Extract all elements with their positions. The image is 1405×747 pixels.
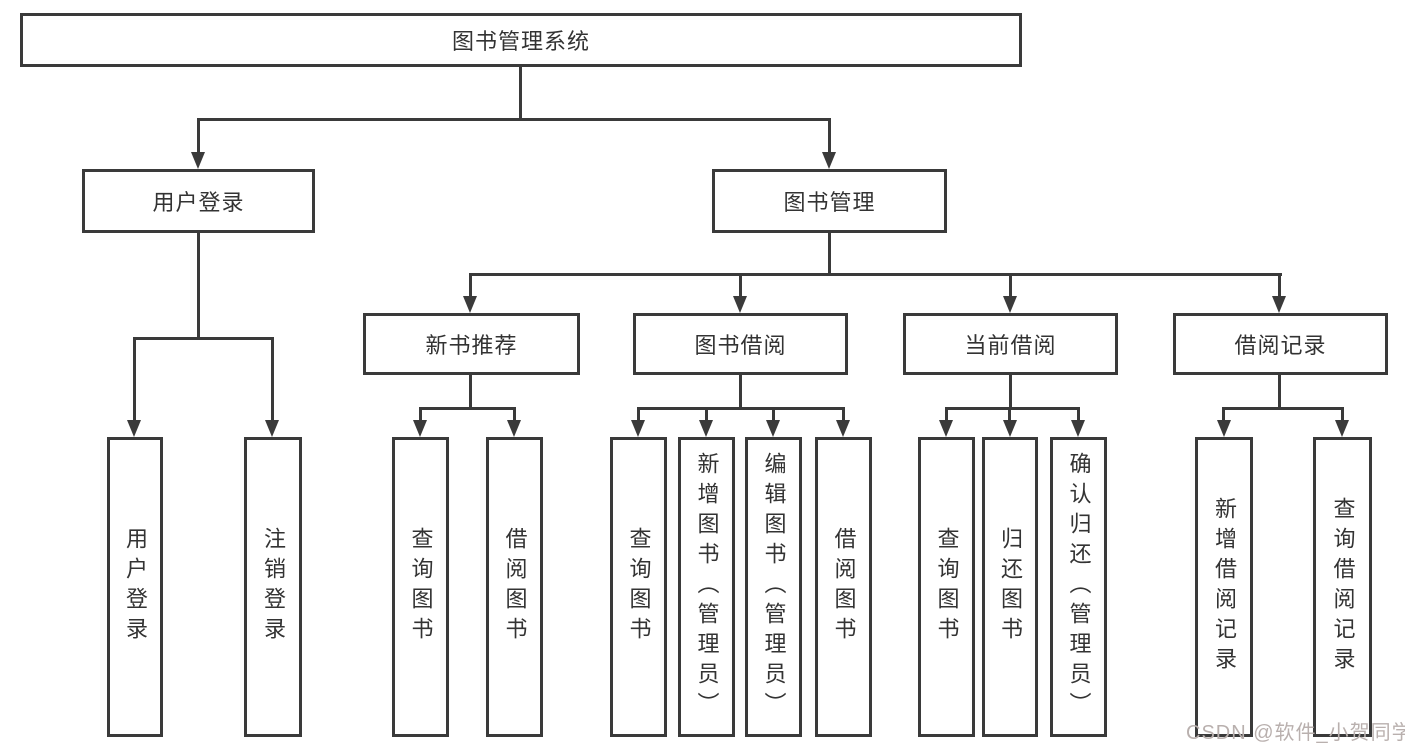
- node-new-book-recommend: 新书推荐: [363, 313, 580, 375]
- connector-line: [637, 407, 640, 420]
- arrow-down-icon: [1335, 420, 1349, 437]
- node-book-management-label: 图书管理: [783, 190, 876, 215]
- leaf-borrow-books-borrowing: 借阅图书: [815, 437, 872, 737]
- node-borrowing-records-label: 借阅记录: [1234, 333, 1327, 358]
- leaf-query-books-recommend-label: 查询图书: [408, 527, 434, 647]
- arrow-down-icon: [265, 420, 279, 437]
- connector-line: [1008, 407, 1011, 420]
- arrow-down-icon: [191, 152, 205, 169]
- leaf-add-books-admin-label: 新增图书（管理员）: [694, 452, 720, 722]
- connector-line: [1222, 407, 1343, 410]
- connector-line: [739, 375, 742, 407]
- leaf-query-books-recommend: 查询图书: [392, 437, 449, 737]
- leaf-edit-books-admin: 编辑图书（管理员）: [745, 437, 802, 737]
- node-user-login-label: 用户登录: [152, 190, 245, 215]
- connector-line: [772, 407, 775, 420]
- arrow-down-icon: [1272, 296, 1286, 313]
- csdn-watermark: CSDN @软件_小贺同学: [1186, 722, 1405, 744]
- connector-line: [1222, 407, 1225, 420]
- arrow-down-icon: [822, 152, 836, 169]
- arrow-down-icon: [1003, 296, 1017, 313]
- connector-line: [519, 67, 522, 118]
- arrow-down-icon: [699, 420, 713, 437]
- arrow-down-icon: [836, 420, 850, 437]
- leaf-confirm-return-admin-label: 确认归还（管理员）: [1066, 452, 1092, 722]
- connector-line: [739, 273, 742, 296]
- leaf-edit-books-admin-label: 编辑图书（管理员）: [761, 452, 787, 722]
- arrow-down-icon: [939, 420, 953, 437]
- leaf-logout-label: 注销登录: [261, 527, 286, 647]
- connector-line: [945, 407, 1079, 410]
- node-user-login: 用户登录: [82, 169, 315, 233]
- connector-line: [1009, 273, 1012, 296]
- leaf-query-books-current-label: 查询图书: [934, 527, 960, 647]
- connector-line: [637, 407, 844, 410]
- arrow-down-icon: [766, 420, 780, 437]
- leaf-borrow-books-borrowing-label: 借阅图书: [831, 527, 857, 647]
- arrow-down-icon: [507, 420, 521, 437]
- arrow-down-icon: [127, 420, 141, 437]
- leaf-query-books-borrowing-label: 查询图书: [626, 527, 652, 647]
- connector-line: [469, 273, 1282, 276]
- leaf-return-books-label: 归还图书: [998, 527, 1023, 647]
- connector-line: [133, 337, 136, 420]
- leaf-add-borrow-record: 新增借阅记录: [1195, 437, 1253, 737]
- node-borrowing-records: 借阅记录: [1173, 313, 1388, 375]
- arrow-down-icon: [1003, 420, 1017, 437]
- arrow-down-icon: [631, 420, 645, 437]
- connector-line: [705, 407, 708, 420]
- leaf-return-books: 归还图书: [982, 437, 1038, 737]
- connector-line: [1009, 375, 1012, 407]
- leaf-add-books-admin: 新增图书（管理员）: [678, 437, 735, 737]
- arrow-down-icon: [463, 296, 477, 313]
- connector-line: [1341, 407, 1344, 420]
- connector-line: [828, 118, 831, 152]
- connector-line: [1077, 407, 1080, 420]
- node-current-borrowing: 当前借阅: [903, 313, 1118, 375]
- connector-line: [469, 375, 472, 407]
- leaf-user-login-label: 用户登录: [123, 527, 148, 647]
- leaf-query-borrow-record-label: 查询借阅记录: [1330, 497, 1356, 677]
- connector-line: [1278, 273, 1281, 296]
- leaf-borrow-books-recommend: 借阅图书: [486, 437, 543, 737]
- connector-line: [197, 233, 200, 337]
- node-root-label: 图书管理系统: [451, 29, 590, 54]
- leaf-query-books-current: 查询图书: [918, 437, 975, 737]
- node-book-borrowing-label: 图书借阅: [694, 333, 787, 358]
- leaf-add-borrow-record-label: 新增借阅记录: [1212, 497, 1237, 677]
- connector-line: [945, 407, 948, 420]
- arrow-down-icon: [733, 296, 747, 313]
- connector-line: [842, 407, 845, 420]
- connector-line: [133, 337, 274, 340]
- node-book-management: 图书管理: [712, 169, 947, 233]
- connector-line: [469, 273, 472, 296]
- node-current-borrowing-label: 当前借阅: [964, 333, 1057, 358]
- leaf-confirm-return-admin: 确认归还（管理员）: [1050, 437, 1107, 737]
- arrow-down-icon: [413, 420, 427, 437]
- arrow-down-icon: [1071, 420, 1085, 437]
- node-new-book-recommend-label: 新书推荐: [425, 333, 518, 358]
- connector-line: [419, 407, 422, 420]
- connector-line: [197, 118, 200, 152]
- connector-line: [513, 407, 516, 420]
- leaf-query-borrow-record: 查询借阅记录: [1313, 437, 1372, 737]
- leaf-borrow-books-recommend-label: 借阅图书: [502, 527, 528, 647]
- leaf-logout: 注销登录: [244, 437, 302, 737]
- leaf-query-books-borrowing: 查询图书: [610, 437, 667, 737]
- connector-line: [271, 337, 274, 420]
- connector-line: [1278, 375, 1281, 407]
- leaf-user-login: 用户登录: [107, 437, 163, 737]
- connector-line: [419, 407, 516, 410]
- node-root: 图书管理系统: [20, 13, 1022, 67]
- node-book-borrowing: 图书借阅: [633, 313, 848, 375]
- connector-line: [828, 233, 831, 273]
- connector-line: [197, 118, 831, 121]
- arrow-down-icon: [1217, 420, 1231, 437]
